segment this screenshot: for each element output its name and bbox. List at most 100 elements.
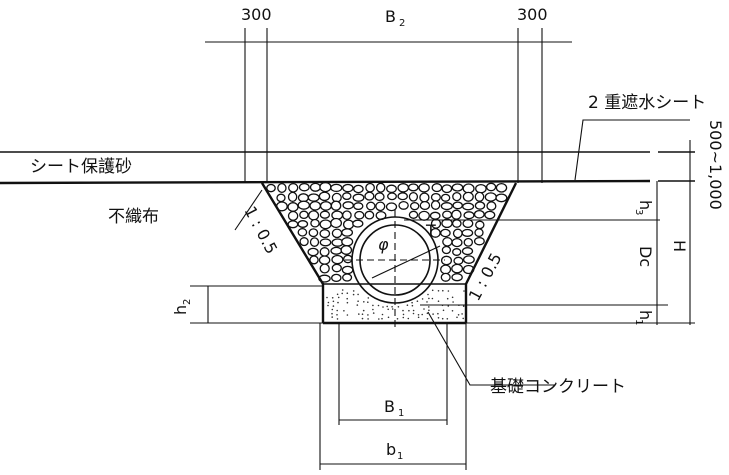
gravel-stone <box>451 183 464 192</box>
concrete-dot <box>456 316 458 319</box>
gravel-stone <box>473 236 485 246</box>
concrete-dot <box>336 314 338 316</box>
gravel-stone <box>319 219 332 230</box>
gravel-stone <box>409 201 420 211</box>
concrete-dot <box>343 310 345 312</box>
concrete-dot <box>336 309 339 312</box>
nonwoven-leader <box>234 189 263 231</box>
gravel-stone <box>342 273 353 282</box>
concrete-dot <box>332 300 335 303</box>
gravel-stone <box>341 265 354 275</box>
gravel-stone <box>440 193 451 202</box>
dim-h3: h <box>636 200 655 210</box>
concrete-dot <box>397 306 400 308</box>
gravel-stone <box>309 255 319 265</box>
gravel-stone <box>474 201 486 210</box>
concrete-dot <box>331 312 333 315</box>
concrete-dot <box>406 304 409 307</box>
gravel-stone <box>307 193 320 202</box>
gravel-stone <box>430 200 441 210</box>
gravel-stone <box>462 218 474 229</box>
concrete-dot <box>396 318 399 320</box>
concrete-dot <box>428 309 430 312</box>
gravel-stone <box>342 201 354 210</box>
gravel-stone <box>484 210 496 220</box>
concrete-dot <box>327 301 330 304</box>
dim-b1-outer: b <box>386 440 396 459</box>
gravel-stone <box>287 191 298 203</box>
gravel-stone <box>442 236 453 247</box>
gravel-stone <box>453 256 464 265</box>
gravel-stone <box>451 209 462 220</box>
gravel-stone <box>309 182 321 192</box>
gravel-stone <box>462 255 475 264</box>
dim-cover-depth: 500~1,000 <box>706 120 725 210</box>
concrete-dot <box>367 318 369 320</box>
gravel-stone <box>276 193 286 203</box>
concrete-dot <box>361 317 364 320</box>
gravel-stone <box>297 220 309 228</box>
gravel-stone <box>452 201 463 210</box>
concrete-dot <box>432 313 434 315</box>
gravel-stone <box>462 191 474 202</box>
gravel-stone <box>330 246 343 255</box>
dim-h2-sub: 2 <box>182 299 193 305</box>
gravel-stone <box>319 238 332 247</box>
gravel-stone <box>364 210 375 220</box>
gravel-stone <box>442 210 453 219</box>
gravel-stone <box>352 219 364 228</box>
concrete-dot <box>431 297 434 300</box>
concrete-dot <box>391 308 394 310</box>
pipe-diameter-line <box>371 245 441 279</box>
gravel-stone <box>299 237 309 247</box>
concrete-dot <box>411 304 414 307</box>
concrete-dot <box>357 300 359 303</box>
concrete-dot <box>426 318 429 320</box>
gravel-stone <box>440 255 453 266</box>
gravel-stone <box>277 182 287 194</box>
gravel-stone <box>288 182 299 193</box>
ground-line-lower <box>0 179 651 185</box>
gravel-stone <box>287 202 299 212</box>
gravel-stone <box>419 200 431 211</box>
double-sheet-leader <box>574 119 690 181</box>
gravel-stone <box>440 202 453 211</box>
concrete-dot <box>336 318 339 320</box>
gravel-stone <box>266 183 276 193</box>
concrete-dot <box>386 305 389 308</box>
concrete-dot <box>437 300 440 303</box>
concrete-dot <box>378 318 380 320</box>
pipe-t-label: T <box>425 221 436 240</box>
concrete-dot <box>426 312 429 315</box>
gravel-stone <box>451 237 463 248</box>
concrete-dot <box>407 317 410 320</box>
gravel-stone <box>385 202 398 212</box>
gravel-stone <box>386 184 397 194</box>
concrete-dot <box>446 318 449 320</box>
dim-total-h: H <box>670 240 689 252</box>
gravel-stone <box>287 210 299 221</box>
dim-300-left: 300 <box>241 5 272 24</box>
concrete-dot <box>346 297 349 300</box>
gravel-stone <box>441 245 452 255</box>
gravel-stone <box>452 191 462 202</box>
concrete-dot <box>372 312 375 314</box>
concrete-dot <box>337 296 340 299</box>
dim-b2-sub: 2 <box>399 18 405 29</box>
gravel-stone <box>461 228 474 237</box>
base-concrete-fill <box>326 289 465 320</box>
concrete-dot <box>463 290 465 292</box>
concrete-dot <box>462 305 465 308</box>
concrete-dot <box>421 313 424 316</box>
gravel-fill <box>266 181 508 283</box>
concrete-dot <box>326 296 328 299</box>
concrete-dot <box>437 290 440 292</box>
gravel-stone <box>331 254 344 265</box>
gravel-stone <box>408 191 419 202</box>
gravel-stone <box>419 192 430 203</box>
gravel-stone <box>495 193 508 203</box>
gravel-stone <box>375 182 386 193</box>
gravel-stone <box>342 183 354 193</box>
